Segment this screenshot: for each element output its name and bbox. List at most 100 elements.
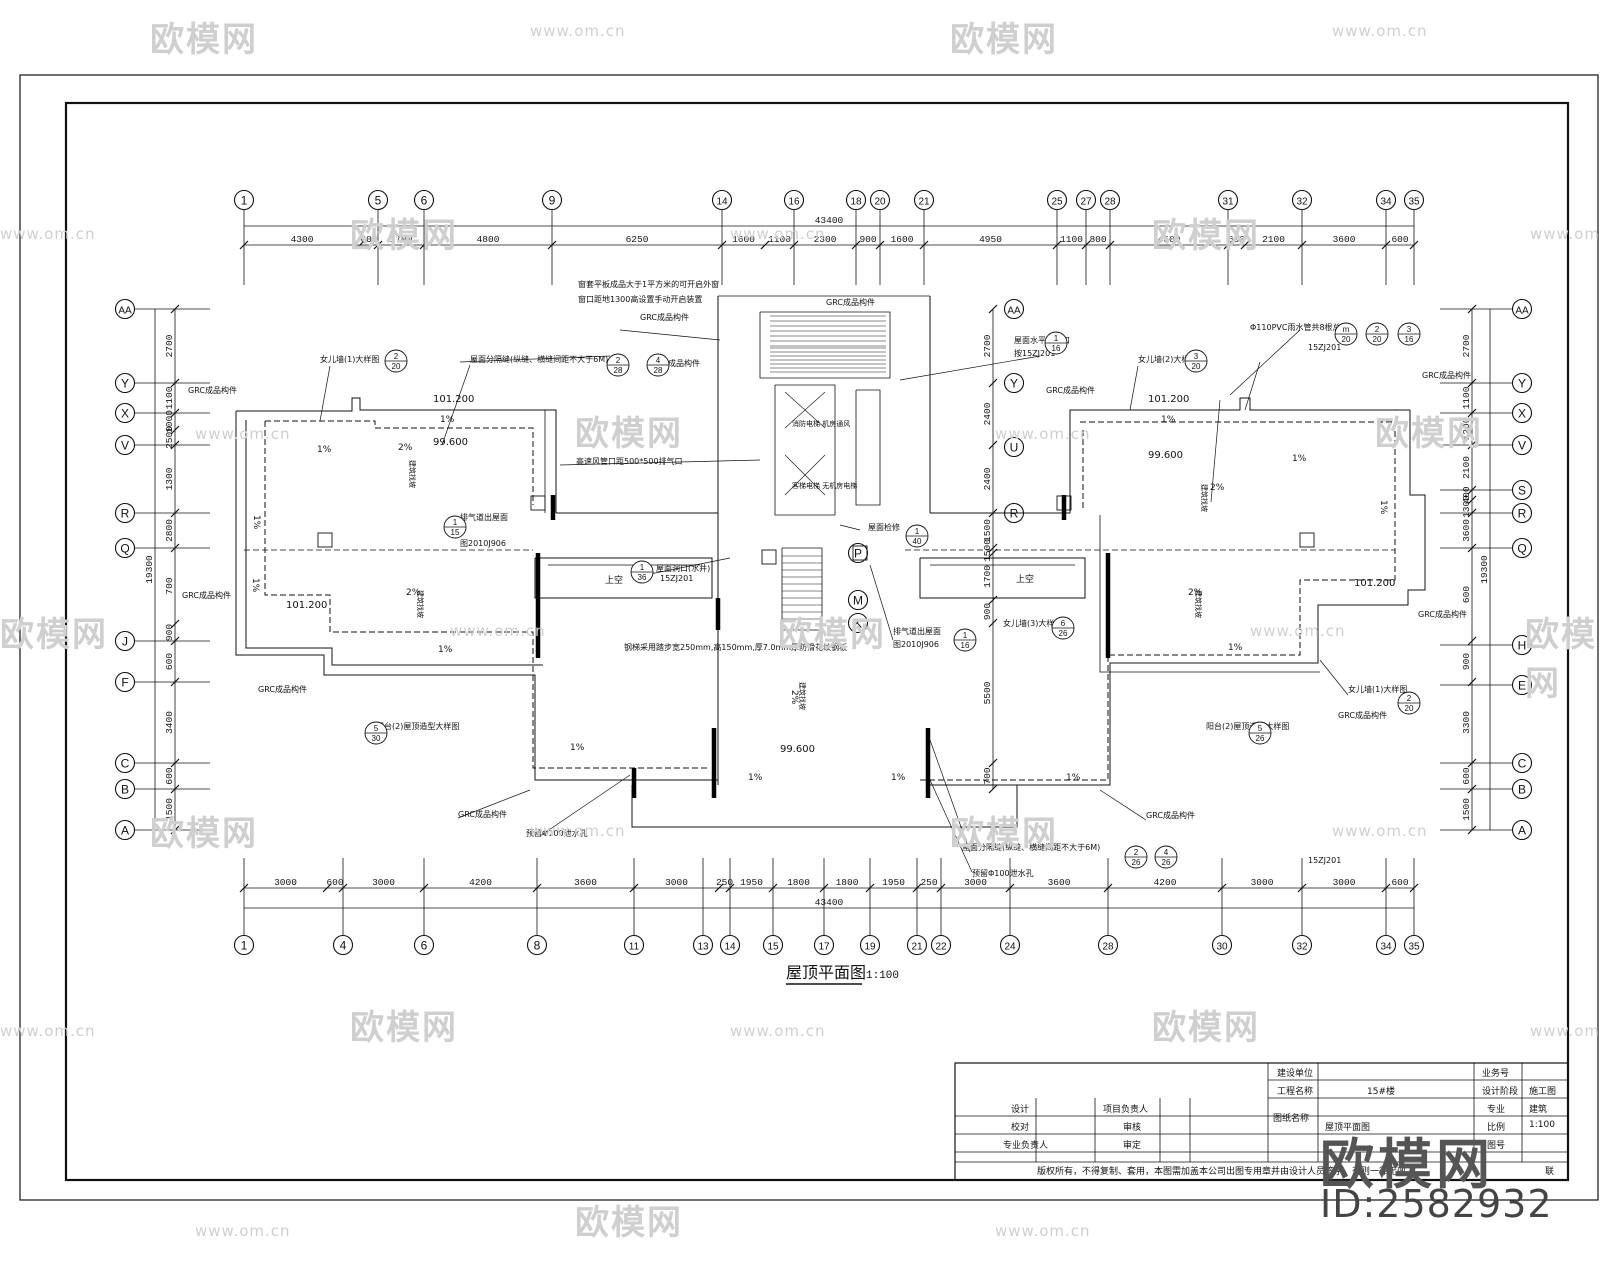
svg-text:3: 3 — [1194, 352, 1199, 361]
axis-left-J: J — [114, 630, 136, 652]
label-std3: 15ZJ201 — [660, 574, 693, 583]
detail-ref: 228 — [606, 353, 630, 377]
svg-text:20: 20 — [1342, 335, 1351, 344]
label-slope_1: 1% — [748, 773, 763, 783]
label-slope_1: 1% — [250, 578, 260, 593]
mid-dim: 5500 — [982, 681, 993, 704]
label-void2: 上空 — [1016, 573, 1034, 585]
label-slope_1: 1% — [891, 773, 906, 783]
mid-dim: 2700 — [982, 334, 993, 357]
label-elev1: 101.200 — [286, 600, 327, 611]
svg-text:18: 18 — [850, 197, 862, 208]
svg-text:9: 9 — [549, 194, 556, 208]
right-dim: 2100 — [1461, 456, 1472, 479]
tb-drawing-no: 图号 — [1487, 1141, 1506, 1151]
watermark-brand: 欧模网 — [150, 20, 258, 60]
tb-design-stage-value: 施工图 — [1529, 1087, 1557, 1097]
label-void1: 上空 — [605, 574, 623, 586]
watermark-brand: 欧模网 — [1152, 216, 1260, 256]
svg-text:5: 5 — [375, 194, 382, 208]
axis-bottom-22: 22 — [930, 934, 952, 956]
label-slope_1: 1% — [1378, 500, 1388, 515]
detail-ref: 220 — [384, 349, 408, 373]
svg-text:20: 20 — [874, 197, 886, 208]
svg-text:26: 26 — [1132, 858, 1141, 867]
svg-text:15: 15 — [767, 942, 779, 953]
drawing-title-group: 屋顶平面图 1:100 — [786, 963, 899, 985]
svg-text:B: B — [1518, 783, 1526, 797]
left-dim: 2500 — [164, 426, 175, 449]
axis-bottom-6: 6 — [413, 934, 435, 956]
tb-check: 校对 — [1011, 1123, 1030, 1133]
label-slope_1: 1% — [440, 415, 455, 425]
label-slope_1: 1% — [1161, 415, 1176, 425]
svg-text:26: 26 — [1162, 858, 1171, 867]
axis-bottom-14: 14 — [719, 934, 741, 956]
bottom-dim: 4200 — [469, 877, 492, 888]
svg-text:16: 16 — [961, 641, 970, 650]
svg-text:35: 35 — [1408, 942, 1420, 953]
label-elev1: 101.200 — [433, 394, 474, 405]
bottom-dim: 1800 — [787, 877, 810, 888]
left-dim: 1500 — [164, 798, 175, 821]
top-dim: 3600 — [1333, 234, 1356, 245]
label-parapet1: 女儿墙(1)大样图 — [320, 354, 379, 364]
axis-bottom-11: 11 — [623, 934, 645, 956]
watermark-logo: 欧模网 — [1320, 1133, 1494, 1196]
svg-text:V: V — [1518, 439, 1526, 453]
top-dim: 6250 — [626, 234, 649, 245]
axis-right-R: R — [1511, 502, 1533, 524]
mid-dim: 1700 — [982, 565, 993, 588]
svg-text:19: 19 — [864, 942, 876, 953]
label-slope_note: 建筑找坡 — [1194, 590, 1203, 618]
top-dim: 1100 — [768, 234, 791, 245]
axis-mid-AA: AA — [1003, 298, 1025, 320]
watermark-brand: 欧模网 — [350, 216, 458, 256]
left-dim: 2800 — [164, 519, 175, 542]
label-elev_c: 99.600 — [780, 744, 815, 755]
watermark-brand: 欧模网 — [575, 1203, 683, 1243]
axis-left-Y: Y — [114, 372, 136, 394]
bottom-dim: 600 — [326, 877, 343, 888]
svg-text:Y: Y — [1518, 377, 1526, 391]
svg-text:Y: Y — [1010, 377, 1018, 391]
svg-text:27: 27 — [1080, 197, 1092, 208]
axis-right-C: C — [1511, 752, 1533, 774]
svg-text:34: 34 — [1380, 197, 1392, 208]
top-dim: 900 — [859, 234, 876, 245]
svg-text:1: 1 — [640, 563, 645, 572]
svg-text:16: 16 — [1405, 335, 1414, 344]
tb-discipline: 专业 — [1487, 1105, 1506, 1115]
svg-text:28: 28 — [1104, 197, 1116, 208]
svg-text:C: C — [1518, 757, 1527, 771]
right-dim: 3300 — [1461, 711, 1472, 734]
axis-top-27: 27 — [1075, 189, 1097, 211]
watermark-url: www.om.cn — [530, 22, 626, 40]
svg-text:U: U — [1010, 441, 1019, 455]
label-drain1: 预留Φ100泄水孔 — [526, 828, 588, 838]
watermark-brand: 欧模网 — [1152, 1008, 1260, 1048]
svg-text:2: 2 — [1375, 325, 1380, 334]
tb-drawing-title-value: 屋顶平面图 — [1325, 1123, 1371, 1133]
label-window_note1: 窗套平板成品大于1平方米的可开启外窗 — [578, 279, 719, 289]
watermark-url: www.om.cn — [0, 225, 96, 243]
bottom-dim: 3600 — [574, 877, 597, 888]
svg-text:K: K — [854, 617, 862, 631]
right-dim: 600 — [1461, 767, 1472, 784]
right-dim: 2700 — [1461, 334, 1472, 357]
axis-left-C: C — [114, 752, 136, 774]
axis-right-B: B — [1511, 778, 1533, 800]
axis-bottom-19: 19 — [859, 934, 881, 956]
axis-right-H: H — [1511, 634, 1533, 656]
label-std2: 图2010J906 — [893, 640, 939, 649]
tb-discipline-value: 建筑 — [1529, 1105, 1548, 1115]
top-dim: 4800 — [477, 234, 500, 245]
svg-text:AA: AA — [1007, 306, 1021, 317]
tb-project-name: 工程名称 — [1277, 1087, 1314, 1097]
axis-top-31: 31 — [1217, 189, 1239, 211]
svg-text:H: H — [1518, 639, 1527, 653]
axis-bottom-4: 4 — [332, 934, 354, 956]
axis-left-AA: AA — [114, 298, 136, 320]
